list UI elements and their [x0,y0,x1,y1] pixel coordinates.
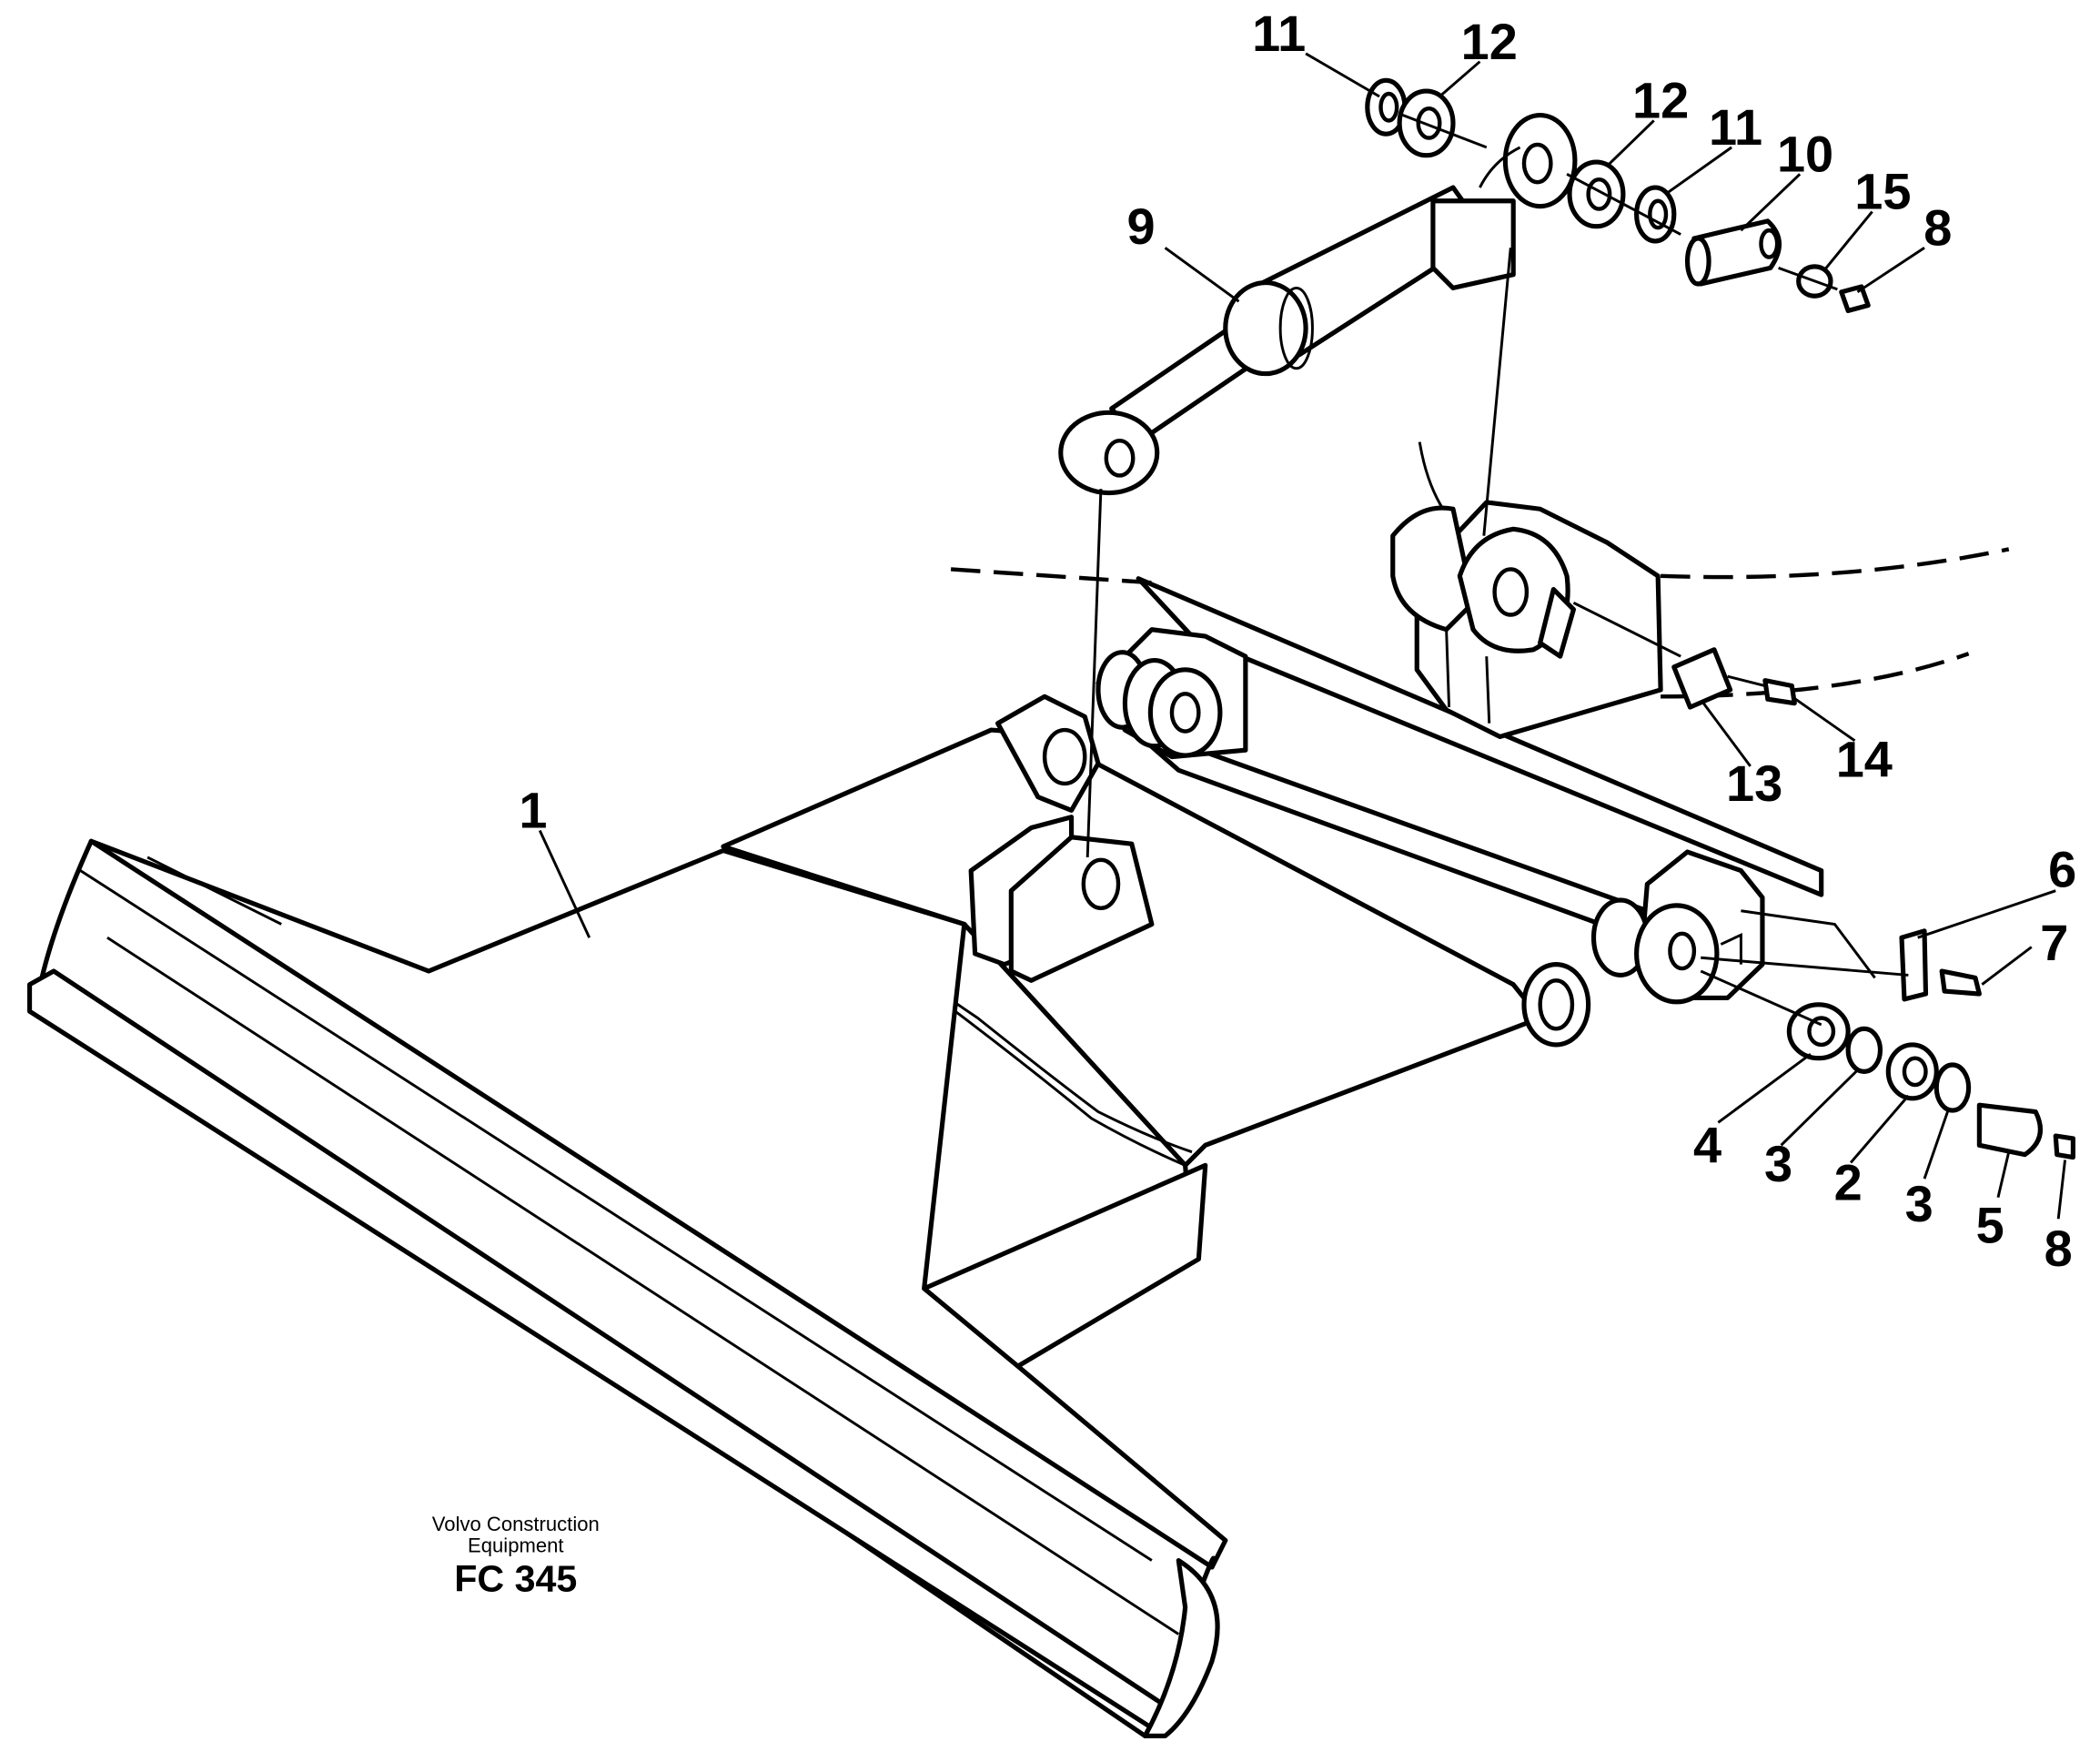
callout-3-right: 3 [1905,1175,1933,1232]
pin-5 [1976,1102,2043,1158]
washer-12-top-right [1567,159,1626,229]
callout-15: 15 [1854,163,1911,220]
dozer-blade [26,838,1228,1738]
bearing-2 [1885,1042,1939,1101]
leader-lines [538,52,2067,1220]
callout-14: 14 [1836,731,1893,788]
assembly-lines [1085,112,1909,1027]
callout-11-top-left: 11 [1252,5,1306,62]
company-name-line2: Equipment [468,1534,563,1557]
callout-13: 13 [1726,754,1782,812]
lock-plate-6 [1899,928,1929,1002]
callout-7: 7 [2040,914,2068,971]
callout-2: 2 [1834,1154,1863,1211]
bolt-8-top [1839,284,1871,314]
callouts: 11 12 12 11 10 15 8 9 1 13 14 6 7 4 3 2 … [519,5,2076,1277]
figure-code: FC 345 [454,1557,577,1599]
hydraulic-cylinder [1058,112,1578,496]
callout-10: 10 [1777,125,1833,182]
right-pivot-bracket [1590,849,1765,1005]
footer: Volvo Construction Equipment FC 345 [432,1513,600,1599]
lock-plate-13 [1671,647,1733,710]
ring-3-left [1845,1026,1883,1074]
callout-4: 4 [1693,1116,1721,1173]
callout-12-top-right: 12 [1632,72,1689,129]
callout-3-left: 3 [1764,1135,1792,1192]
company-name-line1: Volvo Construction [432,1513,600,1535]
callout-9: 9 [1127,197,1156,255]
callout-11-top-right: 11 [1709,98,1762,156]
callout-8-top: 8 [1923,198,1952,256]
callout-12-top-left: 12 [1461,13,1518,70]
callout-1: 1 [519,782,547,839]
pin-10 [1684,218,1782,287]
bolt-7 [1939,968,1982,997]
callout-8-bottom: 8 [2044,1220,2073,1277]
washer-11-top-right [1634,185,1677,244]
callout-6: 6 [2048,840,2076,897]
bushing-4 [1786,1002,1851,1061]
rear-mount-bracket [1390,500,1663,740]
bolt-8-bottom [2053,1133,2075,1160]
callout-5: 5 [1976,1197,2004,1254]
ring-3-right [1933,1062,1972,1113]
bolt-14 [1762,678,1797,706]
